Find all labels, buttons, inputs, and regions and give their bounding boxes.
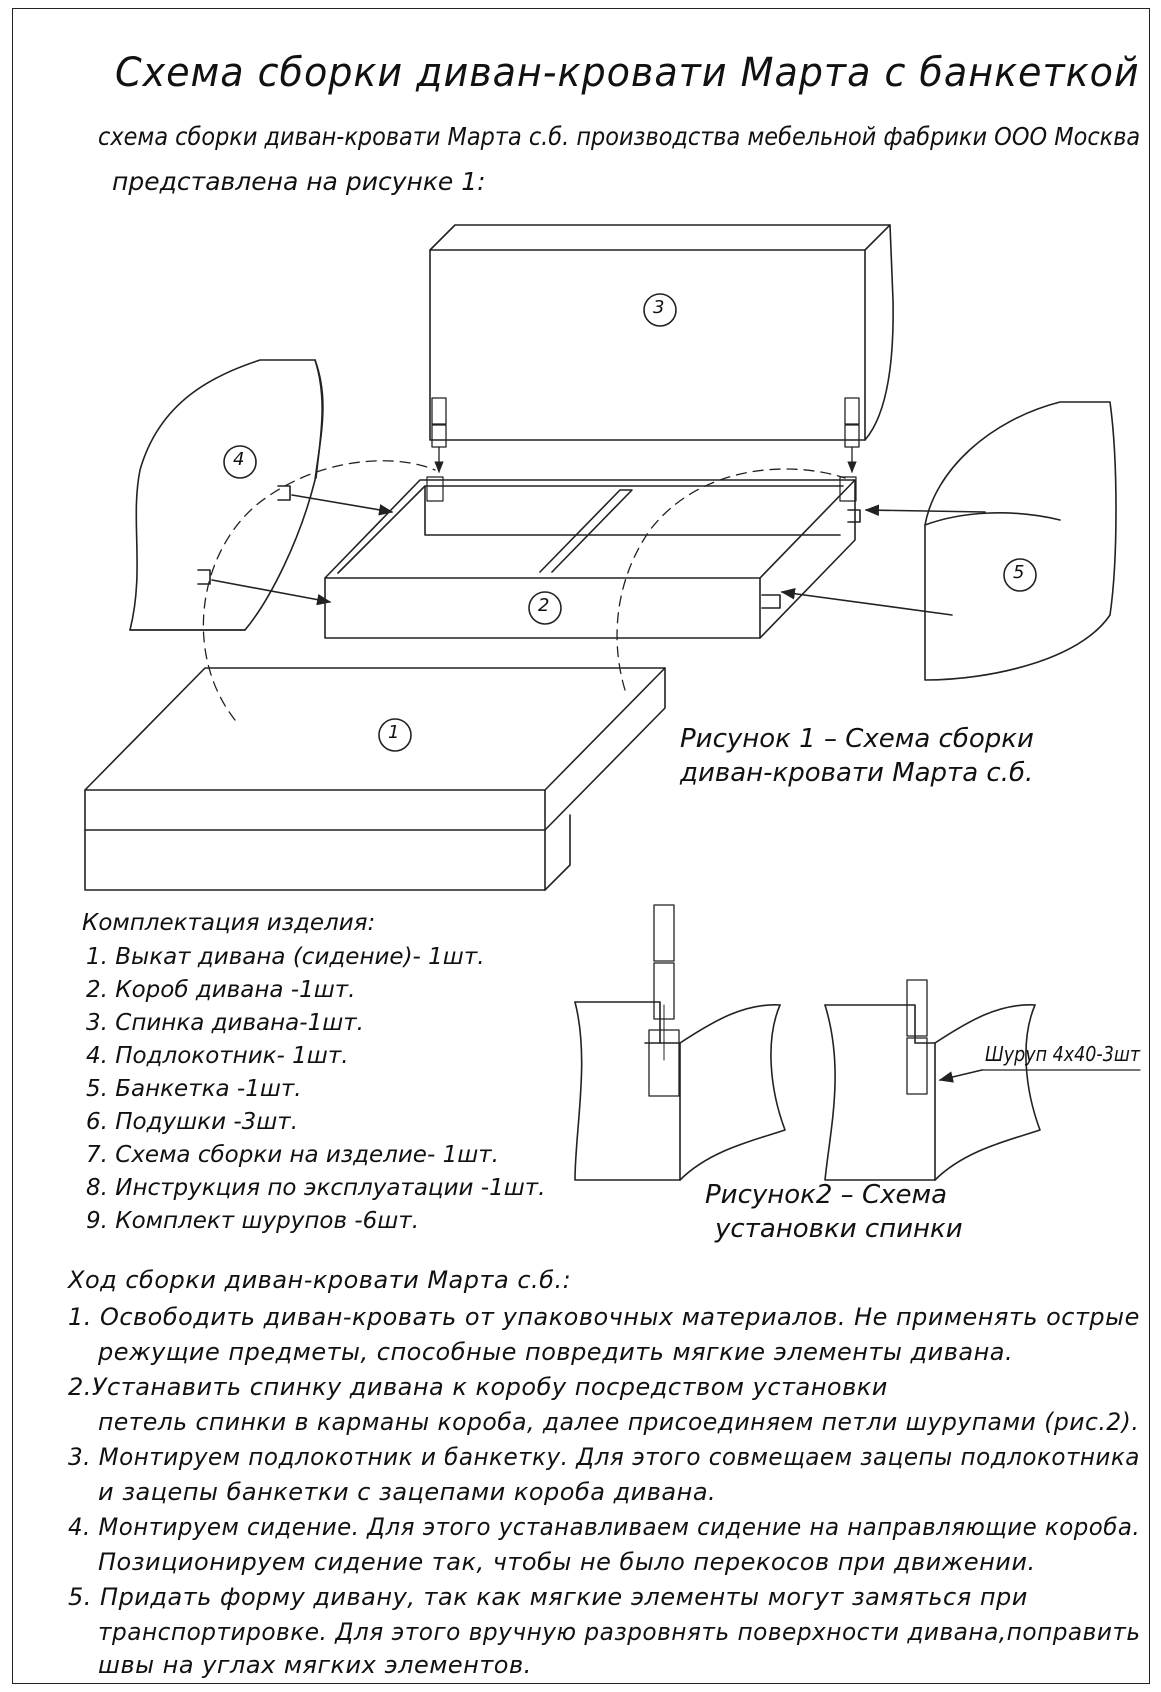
part-armrest xyxy=(130,360,394,630)
assembly-line: транспортировке. Для этого вручную разро… xyxy=(98,1618,1141,1646)
part-number-1: 1 xyxy=(388,722,400,743)
figure2-caption-line-2: установки спинки xyxy=(715,1214,963,1244)
assembly-line: 3. Монтируем подлокотник и банкетку. Для… xyxy=(68,1443,1140,1471)
figure2-right-corner xyxy=(825,980,1140,1180)
kit-item: 5. Банкетка -1шт. xyxy=(86,1076,302,1102)
page-frame xyxy=(12,8,1150,1684)
kit-item: 9. Комплект шурупов -6шт. xyxy=(86,1208,420,1234)
assembly-line: 2.Устанавить спинку дивана к коробу поср… xyxy=(68,1373,888,1401)
part-box xyxy=(325,477,860,638)
figure1-caption-line-1: Рисунок 1 – Схема сборки xyxy=(680,724,1034,754)
assembly-line: швы на углах мягких элементов. xyxy=(98,1651,532,1679)
kit-item: 1. Выкат дивана (сидение)- 1шт. xyxy=(86,944,485,970)
part-number-4: 4 xyxy=(233,449,245,470)
subtitle-line-2: представлена на рисунке 1: xyxy=(112,167,486,196)
assembly-line: режущие предметы, способные повредить мя… xyxy=(98,1338,1014,1366)
assembly-line: 5. Придать форму дивану, так как мягкие … xyxy=(68,1583,1028,1611)
kit-item: 4. Подлокотник- 1шт. xyxy=(86,1043,349,1069)
screw-label: Шуруп 4х40-3шт xyxy=(985,1042,1141,1066)
motion-arcs xyxy=(203,461,845,720)
assembly-line: 4. Монтируем сидение. Для этого устанавл… xyxy=(68,1513,1141,1541)
kit-heading: Комплектация изделия: xyxy=(82,910,376,936)
part-number-2: 2 xyxy=(538,595,550,616)
part-backrest xyxy=(430,225,893,440)
assembly-line: и зацепы банкетки с зацепами короба дива… xyxy=(98,1478,717,1506)
kit-item: 2. Короб дивана -1шт. xyxy=(86,977,356,1003)
figure2-left-corner xyxy=(575,905,785,1180)
figure1-caption-line-2: диван-кровати Марта с.б. xyxy=(680,758,1034,788)
assembly-line: петель спинки в карманы короба, далее пр… xyxy=(98,1408,1140,1436)
kit-item: 3. Спинка дивана-1шт. xyxy=(86,1010,364,1036)
figure2-caption-line-1: Рисунок2 – Схема xyxy=(705,1180,948,1210)
part-seat xyxy=(85,668,665,890)
part-number-3: 3 xyxy=(653,297,665,318)
assembly-heading: Ход сборки диван-кровати Марта с.б.: xyxy=(68,1266,572,1294)
assembly-line: Позиционируем сидение так, чтобы не было… xyxy=(98,1548,1036,1576)
kit-item: 8. Инструкция по эксплуатации -1шт. xyxy=(86,1175,546,1201)
part-bench xyxy=(780,402,1116,680)
kit-item: 6. Подушки -3шт. xyxy=(86,1109,299,1135)
part-number-5: 5 xyxy=(1013,562,1025,583)
assembly-line: 1. Освободить диван-кровать от упаковочн… xyxy=(68,1303,1140,1331)
page-title: Схема сборки диван-кровати Марта с банке… xyxy=(115,50,1140,96)
kit-item: 7. Схема сборки на изделие- 1шт. xyxy=(86,1142,499,1168)
backrest-hinges xyxy=(432,398,859,474)
subtitle-line-1: схема сборки диван-кровати Марта с.б. пр… xyxy=(98,122,1141,151)
